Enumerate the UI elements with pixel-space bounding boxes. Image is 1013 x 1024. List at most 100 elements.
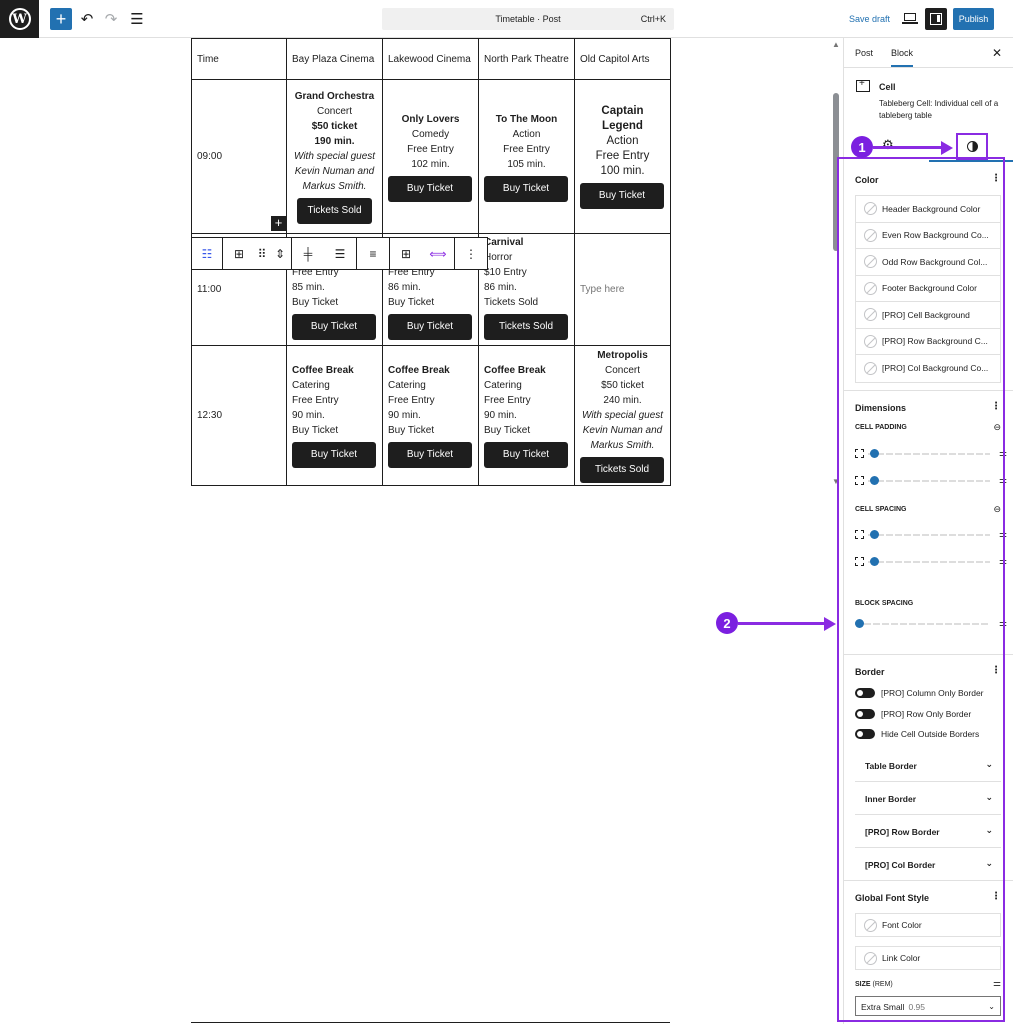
- publish-button[interactable]: Publish: [953, 8, 994, 30]
- table-border-section[interactable]: Table Border⌄: [855, 749, 1001, 782]
- spacing-vertical-slider[interactable]: ⚌: [855, 529, 1007, 541]
- toggle-switch[interactable]: [855, 729, 875, 739]
- table-cell[interactable]: Only Lovers Comedy Free Entry 102 min. B…: [382, 79, 479, 234]
- custom-size-icon[interactable]: ⚌: [992, 978, 1001, 988]
- vertical-align-center-icon[interactable]: ╪: [303, 246, 313, 261]
- empty-cell-placeholder[interactable]: Type here: [580, 284, 625, 295]
- link-color-setting[interactable]: Link Color: [855, 946, 1001, 970]
- unlink-sides-icon[interactable]: ⊖: [993, 422, 1001, 432]
- redo-icon[interactable]: ↷: [104, 11, 118, 28]
- time-cell[interactable]: 09:00: [191, 79, 287, 234]
- table-header-cell[interactable]: Bay Plaza Cinema: [286, 38, 383, 80]
- table-cell[interactable]: Coffee Break Catering Free Entry 90 min.…: [286, 345, 383, 486]
- color-setting-item[interactable]: Footer Background Color: [856, 276, 1000, 302]
- table-header-cell[interactable]: Time: [191, 38, 287, 80]
- move-up-down-icon[interactable]: ⇕: [274, 246, 286, 261]
- command-palette-bar[interactable]: Timetable · Post Ctrl+K: [382, 8, 674, 30]
- block-spacing-slider[interactable]: ⚌: [855, 618, 1007, 630]
- table-cell[interactable]: Metropolis Concert $50 ticket 240 min. W…: [574, 345, 671, 486]
- table-cell[interactable]: Coffee Break Catering Free Entry 90 min.…: [478, 345, 575, 486]
- tickets-sold-button[interactable]: Tickets Sold: [297, 198, 372, 224]
- buy-ticket-button[interactable]: Buy Ticket: [484, 175, 568, 202]
- table-cell[interactable]: Coffee Break Catering Free Entry 90 min.…: [382, 345, 479, 486]
- align-text-icon[interactable]: ≡: [369, 246, 377, 261]
- table-cell[interactable]: Captain Legend Action Free Entry 100 min…: [574, 79, 671, 234]
- buy-ticket-button[interactable]: Buy Ticket: [388, 314, 472, 340]
- font-color-setting[interactable]: Font Color: [855, 913, 1001, 937]
- table-cell[interactable]: To The Moon Action Free Entry 105 min. B…: [478, 79, 575, 234]
- color-setting-item[interactable]: Even Row Background Co...: [856, 223, 1000, 249]
- buy-ticket-button[interactable]: Buy Ticket: [388, 442, 472, 468]
- toggle-switch[interactable]: [855, 688, 875, 698]
- merge-cells-icon[interactable]: ⟺: [429, 246, 447, 261]
- color-setting-item[interactable]: Odd Row Background Col...: [856, 249, 1000, 276]
- justify-icon[interactable]: ☰: [334, 246, 346, 261]
- slider-thumb[interactable]: [870, 476, 879, 485]
- row-only-border-toggle[interactable]: [PRO] Row Only Border: [855, 708, 971, 720]
- custom-size-icon[interactable]: ⚌: [998, 556, 1007, 566]
- border-options-icon[interactable]: ⋮: [991, 665, 1001, 676]
- tab-post[interactable]: Post: [855, 48, 874, 58]
- color-setting-item[interactable]: [PRO] Row Background C...: [856, 329, 1000, 355]
- slider-thumb[interactable]: [870, 557, 879, 566]
- custom-size-icon[interactable]: ⚌: [998, 618, 1007, 628]
- close-icon[interactable]: ✕: [991, 46, 1002, 60]
- color-options-icon[interactable]: ⋮: [991, 173, 1001, 184]
- slider-thumb[interactable]: [855, 619, 864, 628]
- buy-ticket-button[interactable]: Buy Ticket: [484, 442, 568, 468]
- hide-outside-borders-toggle[interactable]: Hide Cell Outside Borders: [855, 728, 979, 740]
- document-overview-icon[interactable]: ☰: [130, 11, 144, 28]
- cell-block-icon[interactable]: ⊞: [233, 246, 245, 261]
- buy-ticket-button[interactable]: Buy Ticket: [292, 442, 376, 468]
- time-cell[interactable]: 12:30: [191, 345, 287, 486]
- custom-size-icon[interactable]: ⚌: [998, 529, 1007, 539]
- inner-border-section[interactable]: Inner Border⌄: [855, 782, 1001, 815]
- color-setting-item[interactable]: Header Background Color: [856, 196, 1000, 223]
- custom-size-icon[interactable]: ⚌: [998, 448, 1007, 458]
- table-header-cell[interactable]: Lakewood Cinema: [382, 38, 479, 80]
- color-setting-item[interactable]: [PRO] Col Background Co...: [856, 355, 1000, 382]
- table-cell[interactable]: Grand Orchestra Concert $50 ticket 190 m…: [286, 79, 383, 234]
- undo-icon[interactable]: ↶: [80, 11, 94, 28]
- tickets-sold-button[interactable]: Tickets Sold: [484, 314, 568, 340]
- row-border-section[interactable]: [PRO] Row Border⌄: [855, 815, 1001, 848]
- more-options-icon[interactable]: ⋮: [465, 246, 477, 261]
- col-border-section[interactable]: [PRO] Col Border⌄: [855, 848, 1001, 881]
- styles-tab-icon[interactable]: [956, 133, 988, 160]
- save-draft-button[interactable]: Save draft: [849, 14, 891, 24]
- dimensions-options-icon[interactable]: ⋮: [991, 401, 1001, 412]
- wordpress-logo-icon[interactable]: W: [0, 0, 39, 38]
- scroll-down-arrow-icon[interactable]: ▼: [832, 477, 840, 486]
- padding-horizontal-slider[interactable]: ⚌: [855, 475, 1007, 487]
- unlink-sides-icon[interactable]: ⊖: [993, 504, 1001, 514]
- settings-gear-icon[interactable]: ⚙: [882, 137, 894, 152]
- select-parent-table-icon[interactable]: ☷: [201, 246, 213, 261]
- table-cell[interactable]: Carnival Horror $10 Entry 86 min. Ticket…: [478, 233, 575, 346]
- table-cell[interactable]: Type here: [574, 233, 671, 346]
- column-only-border-toggle[interactable]: [PRO] Column Only Border: [855, 687, 984, 699]
- tab-block[interactable]: Block: [891, 48, 914, 67]
- slider-thumb[interactable]: [870, 449, 879, 458]
- settings-sidebar-toggle-icon[interactable]: [925, 8, 947, 30]
- table-edit-icon[interactable]: ⊞: [400, 246, 412, 261]
- buy-ticket-button[interactable]: Buy Ticket: [292, 314, 376, 340]
- table-header-cell[interactable]: North Park Theatre: [478, 38, 575, 80]
- buy-ticket-button[interactable]: Buy Ticket: [388, 175, 472, 202]
- add-block-button[interactable]: +: [50, 8, 72, 30]
- padding-vertical-slider[interactable]: ⚌: [855, 448, 1007, 460]
- scroll-up-arrow-icon[interactable]: ▲: [832, 40, 840, 49]
- table-header-cell[interactable]: Old Capitol Arts: [574, 38, 671, 80]
- slider-thumb[interactable]: [870, 530, 879, 539]
- editor-scrollbar-thumb[interactable]: [833, 93, 839, 251]
- toggle-switch[interactable]: [855, 709, 875, 719]
- buy-ticket-button[interactable]: Buy Ticket: [580, 183, 664, 209]
- spacing-horizontal-slider[interactable]: ⚌: [855, 556, 1007, 568]
- color-setting-item[interactable]: [PRO] Cell Background: [856, 302, 1000, 329]
- tickets-sold-button[interactable]: Tickets Sold: [580, 457, 664, 483]
- view-desktop-icon[interactable]: [902, 10, 918, 26]
- drag-handle-icon[interactable]: ⠿: [257, 246, 267, 261]
- font-options-icon[interactable]: ⋮: [991, 891, 1001, 902]
- custom-size-icon[interactable]: ⚌: [998, 475, 1007, 485]
- insert-block-plus-icon[interactable]: +: [271, 216, 286, 231]
